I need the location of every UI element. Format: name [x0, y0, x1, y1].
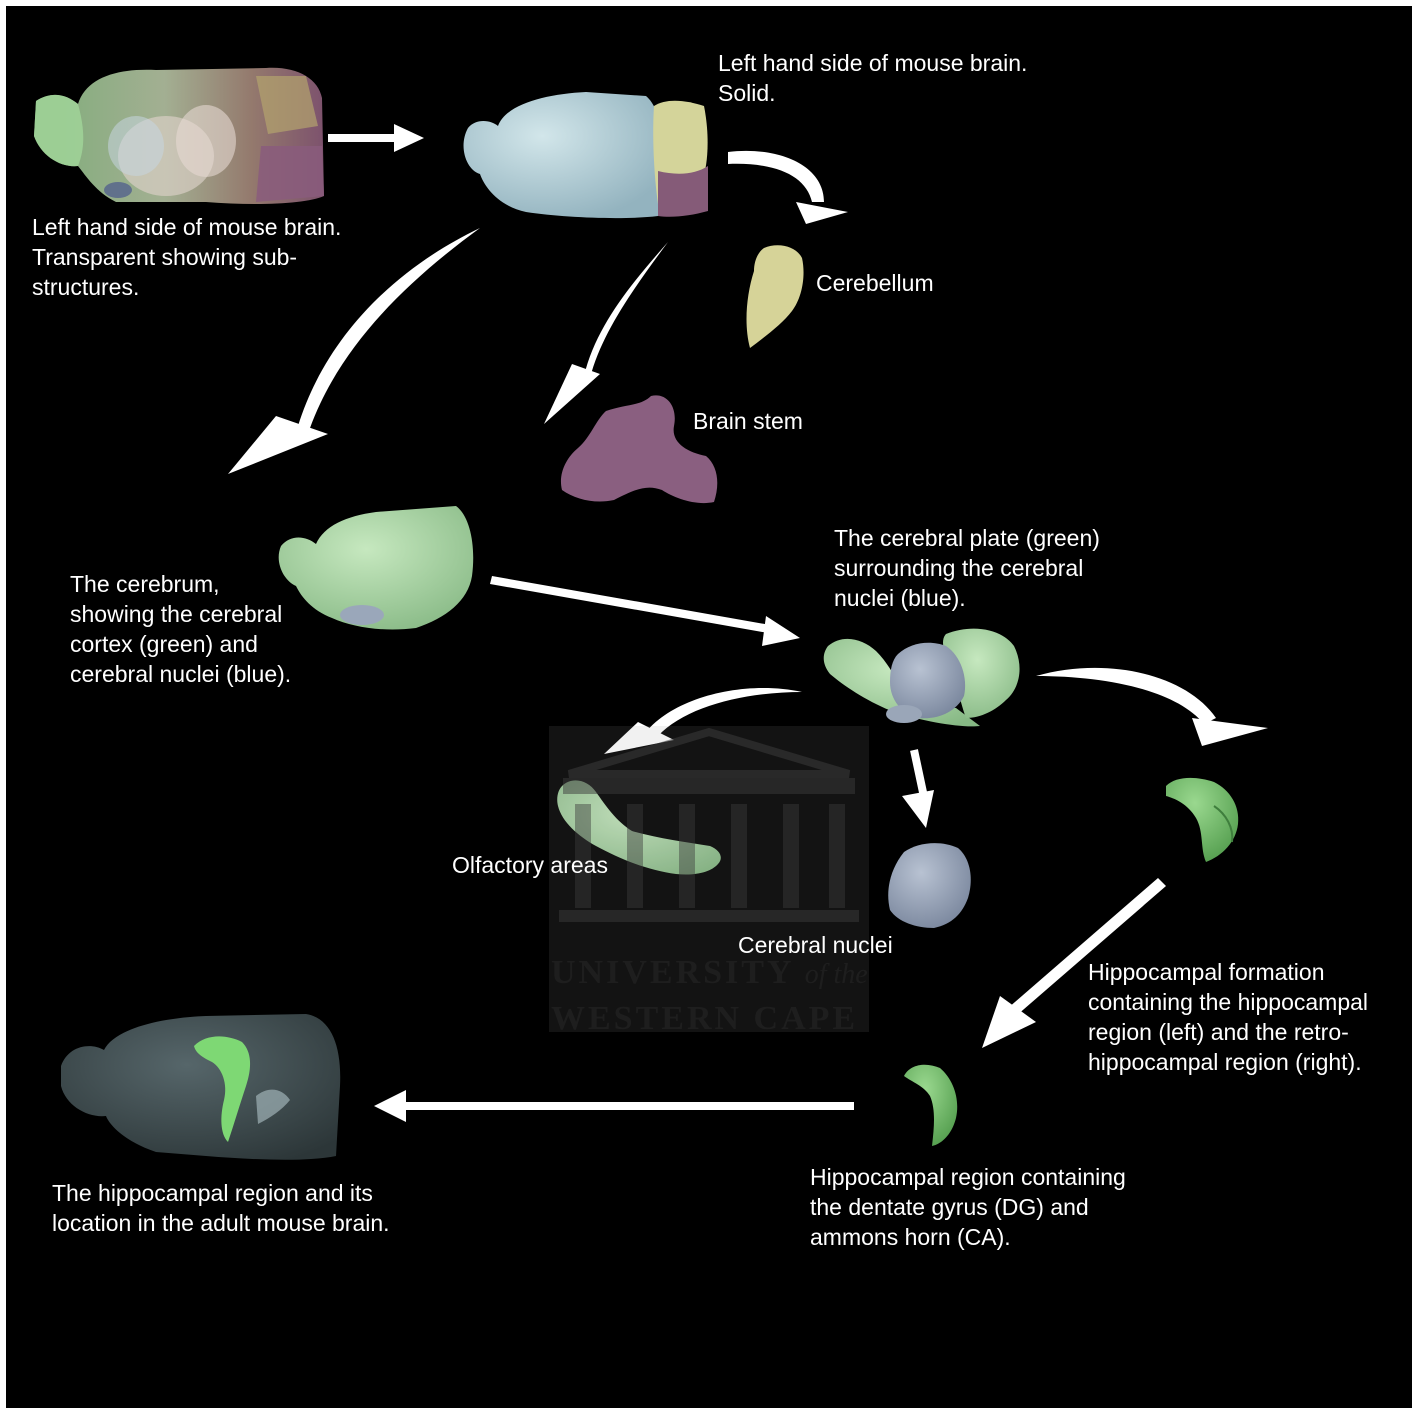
cerebral-nuclei-image [888, 843, 971, 928]
arrow-solid-to-cerebellum [728, 151, 848, 224]
arrow-transparent-to-solid [328, 124, 424, 152]
hippocampal-formation-image [1166, 778, 1238, 862]
arrow-plate-to-nuclei [902, 749, 934, 828]
label-solid-brain: Left hand side of mouse brain. Solid. [718, 48, 1027, 108]
diagram-panel: UNIVERSITY of the WESTERN CAPE Left hand… [6, 6, 1412, 1408]
label-cerebrum: The cerebrum, showing the cerebral corte… [70, 569, 291, 689]
cerebrum-image [279, 506, 474, 630]
solid-brain-image [464, 92, 708, 218]
label-hippocampal-region: Hippocampal region containing the dentat… [810, 1162, 1126, 1252]
adult-brain-image [61, 1014, 340, 1160]
arrow-plate-to-formation [1036, 668, 1268, 746]
cerebral-plate-image [824, 629, 1020, 727]
label-brain-stem: Brain stem [693, 406, 803, 436]
label-cerebral-plate: The cerebral plate (green) surrounding t… [834, 523, 1100, 613]
label-transparent-brain: Left hand side of mouse brain. Transpare… [32, 212, 341, 302]
label-cerebral-nuclei: Cerebral nuclei [738, 930, 893, 960]
label-adult-location: The hippocampal region and its location … [52, 1178, 390, 1238]
hippocampal-region-image [904, 1065, 957, 1146]
transparent-brain-image [34, 68, 324, 204]
cerebellum-image [747, 245, 804, 348]
arrow-solid-to-brain-stem [544, 242, 668, 424]
arrow-cerebrum-to-plate [490, 576, 800, 646]
label-hippocampal-formation: Hippocampal formation containing the hip… [1088, 957, 1368, 1077]
arrow-region-to-adult [374, 1090, 854, 1122]
building-logo-icon [549, 726, 869, 926]
label-olfactory-areas: Olfactory areas [452, 850, 608, 880]
label-cerebellum: Cerebellum [816, 268, 934, 298]
